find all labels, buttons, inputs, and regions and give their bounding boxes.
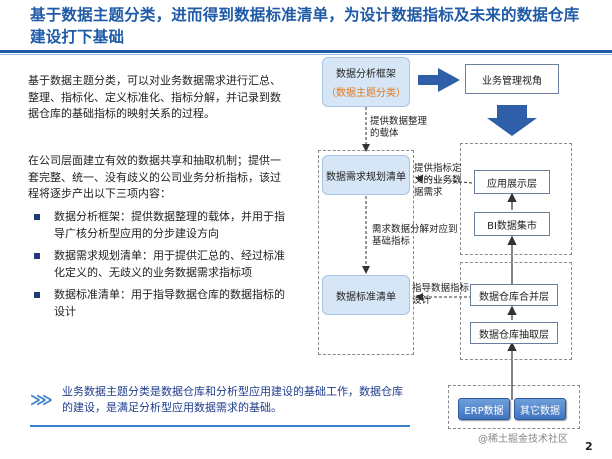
- list-item: 数据分析框架：提供数据整理的载体，并用于指导广核分析型应用的分步建设方向: [28, 209, 290, 242]
- square-bullet-icon: [34, 292, 40, 298]
- bi-mart-box: BI数据集市: [474, 212, 550, 236]
- double-chevron-icon: ⋙: [30, 390, 53, 409]
- framework-label: 数据分析框架: [336, 69, 396, 80]
- arrow-app-to-requirement: [415, 174, 473, 184]
- title-divider-thin: [0, 54, 612, 55]
- business-view-box: 业务管理视角: [465, 64, 559, 94]
- left-arrow-icon: [418, 68, 460, 92]
- app-layer-box: 应用展示层: [474, 170, 550, 194]
- dw-extract-box: 数据仓库抽取层: [470, 322, 558, 344]
- deliverables-list: 数据分析框架：提供数据整理的载体，并用于指导广核分析型应用的分步建设方向 数据需…: [28, 209, 290, 326]
- callout-text: 业务数据主题分类是数据仓库和分析型应用建设的基础工作，数据仓库的建设，是满足分析…: [62, 385, 403, 414]
- framework-box: 数据分析框架 （数据主题分类）: [322, 57, 410, 107]
- page-number: 2: [585, 440, 593, 453]
- note-carrier: 提供数据整理的载体: [370, 116, 428, 139]
- list-item: 数据需求规划清单：用于提供汇总的、经过标准化定义的、无歧义的业务数据需求指标项: [28, 248, 290, 281]
- list-item: 数据标准清单：用于指导数据仓库的数据指标的设计: [28, 287, 290, 320]
- down-arrow-icon: [487, 105, 537, 136]
- framework-sublabel: （数据主题分类）: [326, 88, 406, 99]
- dw-frame: [460, 262, 572, 360]
- title-divider: [0, 50, 612, 53]
- standard-list-box: 数据标准清单: [322, 275, 410, 315]
- app-mart-frame: [460, 143, 572, 255]
- source-frame: [448, 385, 580, 429]
- other-data-box: 其它数据: [514, 398, 566, 420]
- callout-divider: [30, 425, 410, 427]
- watermark: @稀土掘金技术社区: [478, 434, 568, 445]
- left-column-frame: [318, 150, 414, 355]
- intro-paragraph: 基于数据主题分类，可以对业务数据需求进行汇总、整理、指标化、定义标准化、指标分解…: [28, 74, 281, 120]
- page-title: 基于数据主题分类，进而得到数据标准清单，为设计数据指标及未来的数据仓库建设打下基…: [30, 6, 580, 46]
- erp-data-box: ERP数据: [458, 398, 510, 420]
- dw-merge-box: 数据仓库合并层: [470, 284, 558, 306]
- note-decompose: 需求数据分解对应到基础指标: [372, 224, 458, 247]
- note-guide: 指导数据指标设计: [412, 283, 470, 306]
- callout: ⋙ 业务数据主题分类是数据仓库和分析型应用建设的基础工作，数据仓库的建设，是满足…: [30, 380, 410, 420]
- note-requirement: 提供指标定义的业务数据需求: [414, 163, 462, 198]
- square-bullet-icon: [34, 214, 40, 220]
- requirement-list-box: 数据需求规划清单: [322, 155, 410, 195]
- intro-paragraph-2: 在公司层面建立有效的数据共享和抽取机制；提供一套完整、统一、没有歧义的公司业务分…: [28, 154, 281, 200]
- square-bullet-icon: [34, 253, 40, 259]
